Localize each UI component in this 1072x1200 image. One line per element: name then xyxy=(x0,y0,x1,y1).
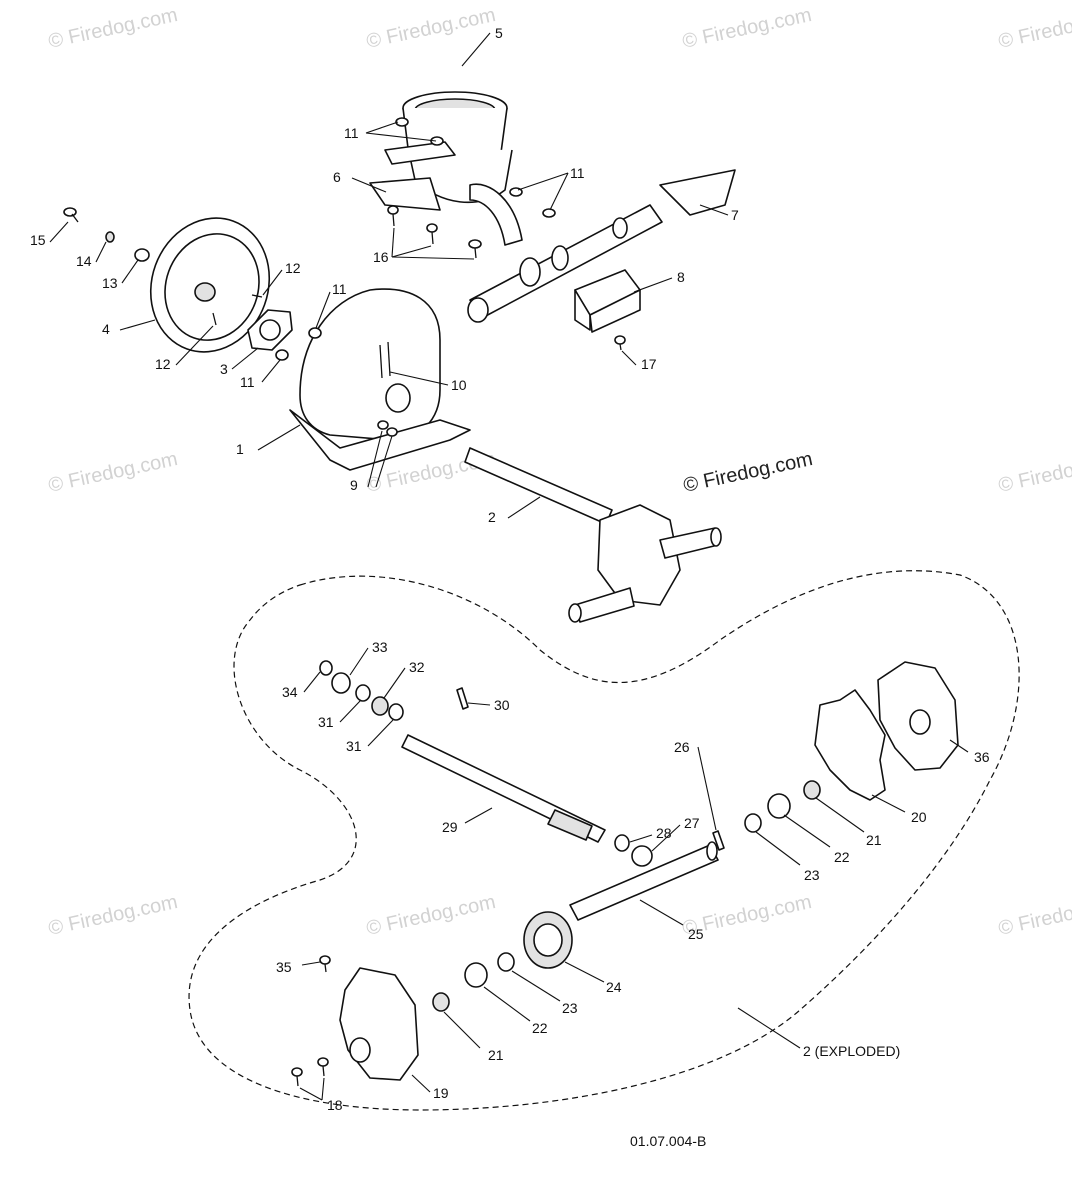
pulley-hardware xyxy=(63,207,150,262)
callout-28: 28 xyxy=(656,825,672,841)
callout-26: 26 xyxy=(674,739,690,755)
callout-10: 10 xyxy=(451,377,467,393)
pulley xyxy=(149,217,271,353)
callout-7: 7 xyxy=(731,207,739,223)
chute-fasteners xyxy=(387,117,556,259)
watermark: © Firedog.com xyxy=(364,4,497,53)
callout-20: 20 xyxy=(911,809,927,825)
watermark: © Firedog.com xyxy=(680,4,813,53)
watermark: © Firedog.com xyxy=(46,4,179,53)
rod-bracket xyxy=(574,269,641,333)
callout-27: 27 xyxy=(684,815,700,831)
discharge-chute xyxy=(369,91,523,246)
callout-22: 22 xyxy=(834,849,850,865)
watermark: © Firedog.com xyxy=(46,891,179,940)
callout-23: 23 xyxy=(804,867,820,883)
auger-gearbox-assembly xyxy=(464,447,722,623)
exploded-parts xyxy=(291,660,959,1087)
watermark: © Firedog.com xyxy=(46,448,179,497)
callout-22: 22 xyxy=(532,1020,548,1036)
watermark: © Firedog.com xyxy=(364,891,497,940)
callout-16: 16 xyxy=(373,249,389,265)
callout-24: 24 xyxy=(606,979,622,995)
callout-11: 11 xyxy=(332,281,347,297)
callout-30: 30 xyxy=(494,697,510,713)
callout-9: 9 xyxy=(350,477,358,493)
callout-33: 33 xyxy=(372,639,388,655)
crank-rod xyxy=(467,169,736,323)
callout-31: 31 xyxy=(346,738,362,754)
drawing-number: 01.07.004-B xyxy=(630,1133,706,1149)
callout-11: 11 xyxy=(570,165,585,181)
callout-2-exploded: 2 (EXPLODED) xyxy=(803,1043,900,1059)
callout-23: 23 xyxy=(562,1000,578,1016)
callout-6: 6 xyxy=(333,169,341,185)
callout-11: 11 xyxy=(344,125,359,141)
watermark-main: © Firedog.com xyxy=(681,448,814,497)
watermark: © Firedog.com xyxy=(996,448,1072,497)
callout-1: 1 xyxy=(236,441,244,457)
callout-35: 35 xyxy=(276,959,292,975)
callout-13: 13 xyxy=(102,275,118,291)
callout-34: 34 xyxy=(282,684,298,700)
callout-21: 21 xyxy=(488,1047,504,1063)
callout-19: 19 xyxy=(433,1085,449,1101)
callout-32: 32 xyxy=(409,659,425,675)
watermark: © Firedog.com xyxy=(996,4,1072,53)
callout-12: 12 xyxy=(285,260,301,276)
callout-5: 5 xyxy=(495,25,503,41)
screw-17 xyxy=(614,335,626,351)
callout-29: 29 xyxy=(442,819,458,835)
callout-17: 17 xyxy=(641,356,657,372)
watermark-layer: © Firedog.com © Firedog.com © Firedog.co… xyxy=(46,4,1072,940)
callout-3: 3 xyxy=(220,361,228,377)
callout-8: 8 xyxy=(677,269,685,285)
bearing-plate xyxy=(247,309,293,361)
callout-18: 18 xyxy=(327,1097,343,1113)
watermark: © Firedog.com xyxy=(996,891,1072,940)
callout-11: 11 xyxy=(240,374,255,390)
callout-2: 2 xyxy=(488,509,496,525)
callout-31: 31 xyxy=(318,714,334,730)
leader-lines xyxy=(49,32,969,1101)
exploded-view-boundary xyxy=(188,570,1020,1111)
callout-14: 14 xyxy=(76,253,92,269)
callout-25: 25 xyxy=(688,926,704,942)
impeller-housing xyxy=(289,288,471,471)
callout-12: 12 xyxy=(155,356,171,372)
callout-labels: 5 11 11 6 7 16 8 17 15 14 13 12 4 12 3 1… xyxy=(30,25,990,1113)
callout-15: 15 xyxy=(30,232,46,248)
callout-36: 36 xyxy=(974,749,990,765)
callout-21: 21 xyxy=(866,832,882,848)
callout-4: 4 xyxy=(102,321,110,337)
